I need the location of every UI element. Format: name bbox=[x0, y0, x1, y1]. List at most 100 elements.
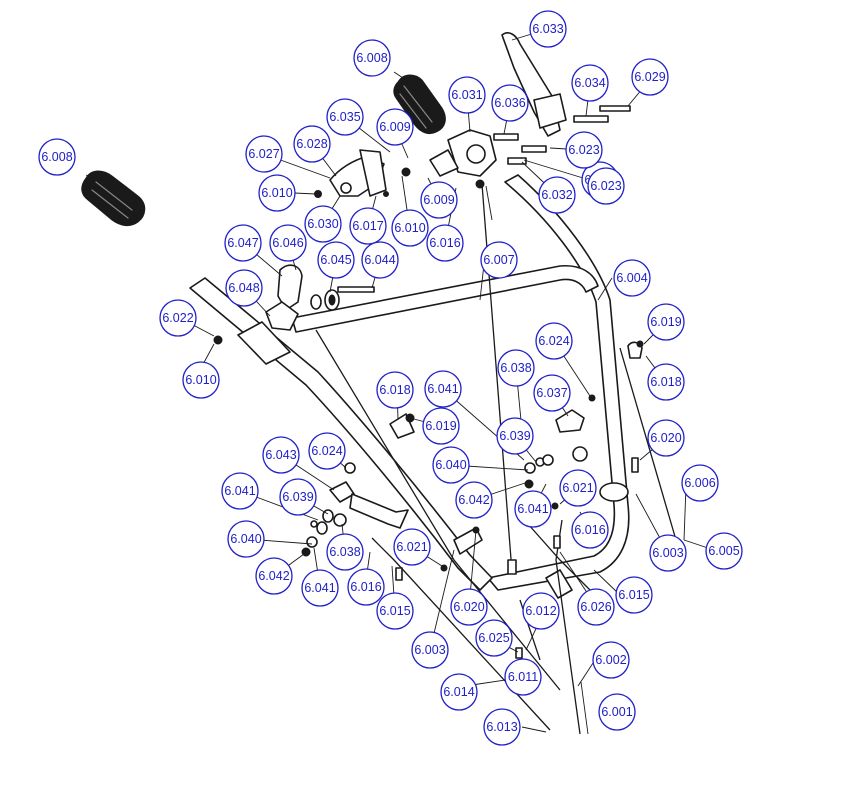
part-number-label: 6.022 bbox=[162, 311, 193, 325]
callout-6-042: 6.042 bbox=[255, 557, 293, 595]
callout-circle bbox=[182, 361, 220, 399]
part-number-label: 6.031 bbox=[451, 88, 482, 102]
part-number-label: 6.021 bbox=[396, 540, 427, 554]
callout-6-018: 6.018 bbox=[647, 363, 685, 401]
callout-6-039: 6.039 bbox=[496, 417, 534, 455]
callout-circle bbox=[347, 568, 385, 606]
callout-6-040: 6.040 bbox=[432, 446, 470, 484]
part-number-label: 6.003 bbox=[414, 643, 445, 657]
callout-circle bbox=[224, 224, 262, 262]
callout-circle bbox=[705, 532, 743, 570]
callout-6-004: 6.004 bbox=[613, 259, 651, 297]
callout-6-001: 6.001 bbox=[598, 693, 636, 731]
callout-circle bbox=[504, 658, 542, 696]
part-number-label: 6.009 bbox=[379, 120, 410, 134]
callout-6-030: 6.030 bbox=[304, 205, 342, 243]
part-number-label: 6.027 bbox=[248, 147, 279, 161]
callout-6-003: 6.003 bbox=[649, 534, 687, 572]
callout-circle bbox=[391, 209, 429, 247]
callout-6-016: 6.016 bbox=[571, 511, 609, 549]
left-lever-assembly bbox=[314, 149, 411, 198]
callout-6-021: 6.021 bbox=[393, 528, 431, 566]
callout-circle bbox=[293, 125, 331, 163]
callout-6-048: 6.048 bbox=[225, 269, 263, 307]
callout-circle bbox=[497, 349, 535, 387]
part-number-label: 6.003 bbox=[652, 546, 683, 560]
callout-6-022: 6.022 bbox=[159, 299, 197, 337]
part-number-label: 6.018 bbox=[650, 375, 681, 389]
callout-circle bbox=[269, 224, 307, 262]
part-number-label: 6.020 bbox=[650, 431, 681, 445]
callout-circle bbox=[647, 363, 685, 401]
callout-circle bbox=[681, 464, 719, 502]
part-number-label: 6.047 bbox=[227, 236, 258, 250]
callout-6-006: 6.006 bbox=[681, 464, 719, 502]
callout-6-031: 6.031 bbox=[448, 76, 486, 114]
callout-circle bbox=[448, 76, 486, 114]
part-number-label: 6.041 bbox=[224, 484, 255, 498]
part-number-label: 6.036 bbox=[494, 96, 525, 110]
callout-circle bbox=[592, 641, 630, 679]
callout-6-003: 6.003 bbox=[411, 631, 449, 669]
callout-6-019: 6.019 bbox=[422, 407, 460, 445]
callout-6-041: 6.041 bbox=[424, 370, 462, 408]
part-number-label: 6.032 bbox=[541, 188, 572, 202]
part-number-label: 6.038 bbox=[500, 361, 531, 375]
callout-6-008: 6.008 bbox=[38, 138, 76, 176]
part-number-label: 6.012 bbox=[525, 604, 556, 618]
callout-circle bbox=[326, 98, 364, 136]
callout-circle bbox=[426, 224, 464, 262]
callout-6-041: 6.041 bbox=[514, 490, 552, 528]
callout-6-009: 6.009 bbox=[376, 108, 414, 146]
callout-6-011: 6.011 bbox=[504, 658, 542, 696]
callout-6-028: 6.028 bbox=[293, 125, 331, 163]
callout-circle bbox=[326, 533, 364, 571]
part-number-label: 6.015 bbox=[618, 588, 649, 602]
part-number-label: 6.015 bbox=[379, 604, 410, 618]
part-number-label: 6.037 bbox=[536, 386, 567, 400]
callout-6-007: 6.007 bbox=[480, 241, 518, 279]
callout-circle bbox=[432, 446, 470, 484]
part-number-label: 6.023 bbox=[568, 143, 599, 157]
part-number-label: 6.001 bbox=[601, 705, 632, 719]
callout-circle bbox=[308, 432, 346, 470]
callout-6-016: 6.016 bbox=[426, 224, 464, 262]
callout-6-009: 6.009 bbox=[420, 181, 458, 219]
callout-circle bbox=[475, 619, 513, 657]
part-number-label: 6.041 bbox=[517, 502, 548, 516]
callout-6-023: 6.023 bbox=[565, 131, 603, 169]
callout-6-002: 6.002 bbox=[592, 641, 630, 679]
callout-6-038: 6.038 bbox=[497, 349, 535, 387]
callout-circle bbox=[221, 472, 259, 510]
callout-circle bbox=[349, 207, 387, 245]
callout-circle bbox=[533, 374, 571, 412]
middle-lever-assembly bbox=[213, 264, 375, 345]
callout-6-020: 6.020 bbox=[450, 588, 488, 626]
callout-circle bbox=[38, 138, 76, 176]
callout-circle bbox=[440, 673, 478, 711]
part-number-label: 6.043 bbox=[265, 448, 296, 462]
callout-6-029: 6.029 bbox=[631, 58, 669, 96]
part-number-label: 6.041 bbox=[427, 382, 458, 396]
callout-6-044: 6.044 bbox=[361, 241, 399, 279]
callout-circle bbox=[225, 269, 263, 307]
part-number-label: 6.004 bbox=[616, 271, 647, 285]
callout-circle bbox=[647, 419, 685, 457]
callout-6-026: 6.026 bbox=[577, 588, 615, 626]
callout-6-020: 6.020 bbox=[647, 419, 685, 457]
part-number-label: 6.024 bbox=[538, 334, 569, 348]
part-number-label: 6.010 bbox=[185, 373, 216, 387]
callout-circle bbox=[393, 528, 431, 566]
top-mechanism bbox=[429, 32, 631, 189]
callout-circle bbox=[279, 478, 317, 516]
callout-circle bbox=[450, 588, 488, 626]
callout-6-019: 6.019 bbox=[647, 303, 685, 341]
part-number-label: 6.018 bbox=[379, 383, 410, 397]
callout-circle bbox=[376, 371, 414, 409]
part-number-label: 6.005 bbox=[708, 544, 739, 558]
part-number-label: 6.021 bbox=[562, 481, 593, 495]
part-number-label: 6.010 bbox=[261, 186, 292, 200]
callout-6-024: 6.024 bbox=[535, 322, 573, 360]
callout-circle bbox=[262, 436, 300, 474]
callout-circle bbox=[598, 693, 636, 731]
